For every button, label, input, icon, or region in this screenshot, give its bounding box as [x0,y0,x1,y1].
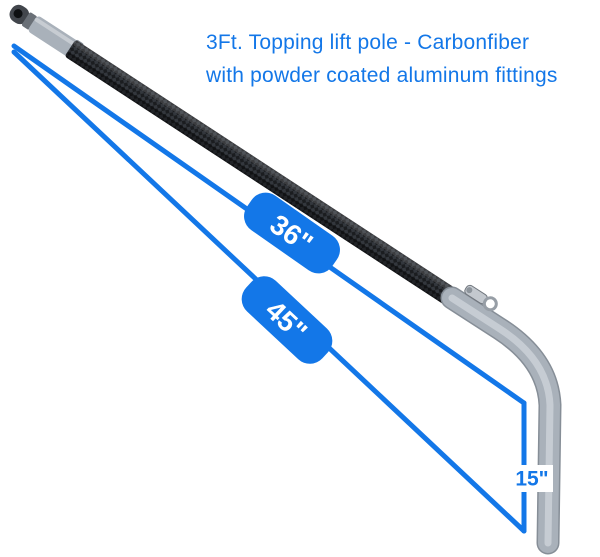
pin-ring [482,296,498,312]
product-title-line-2: with powder coated aluminum fittings [206,63,558,87]
top-fitting-body [28,16,82,59]
elbow-fitting [440,286,562,555]
dimension-text-15: 15" [515,468,548,491]
pin-head [466,287,473,294]
product-title-line-1: 3Ft. Topping lift pole - Carbonfiber [206,31,530,54]
top-fitting-highlight [34,17,81,50]
swivel-eye-hole [13,9,23,19]
dimension-label-45: 45" [241,276,333,364]
tube-body [65,40,463,310]
product-title: 3Ft. Topping lift pole - Carbonfiber wit… [206,27,576,92]
dimension-pill-36 [244,192,340,274]
shackle-pin [464,284,498,312]
dimension-label-15: 15" [511,465,553,492]
tube-sheen [73,40,463,298]
carbon-fiber-tube [65,40,463,310]
dimension-label-15-backing [511,465,553,492]
dimension-pill-45 [241,276,333,364]
elbow-highlight [448,294,554,547]
tube-shadow [65,52,455,310]
swivel-pin [22,12,37,30]
